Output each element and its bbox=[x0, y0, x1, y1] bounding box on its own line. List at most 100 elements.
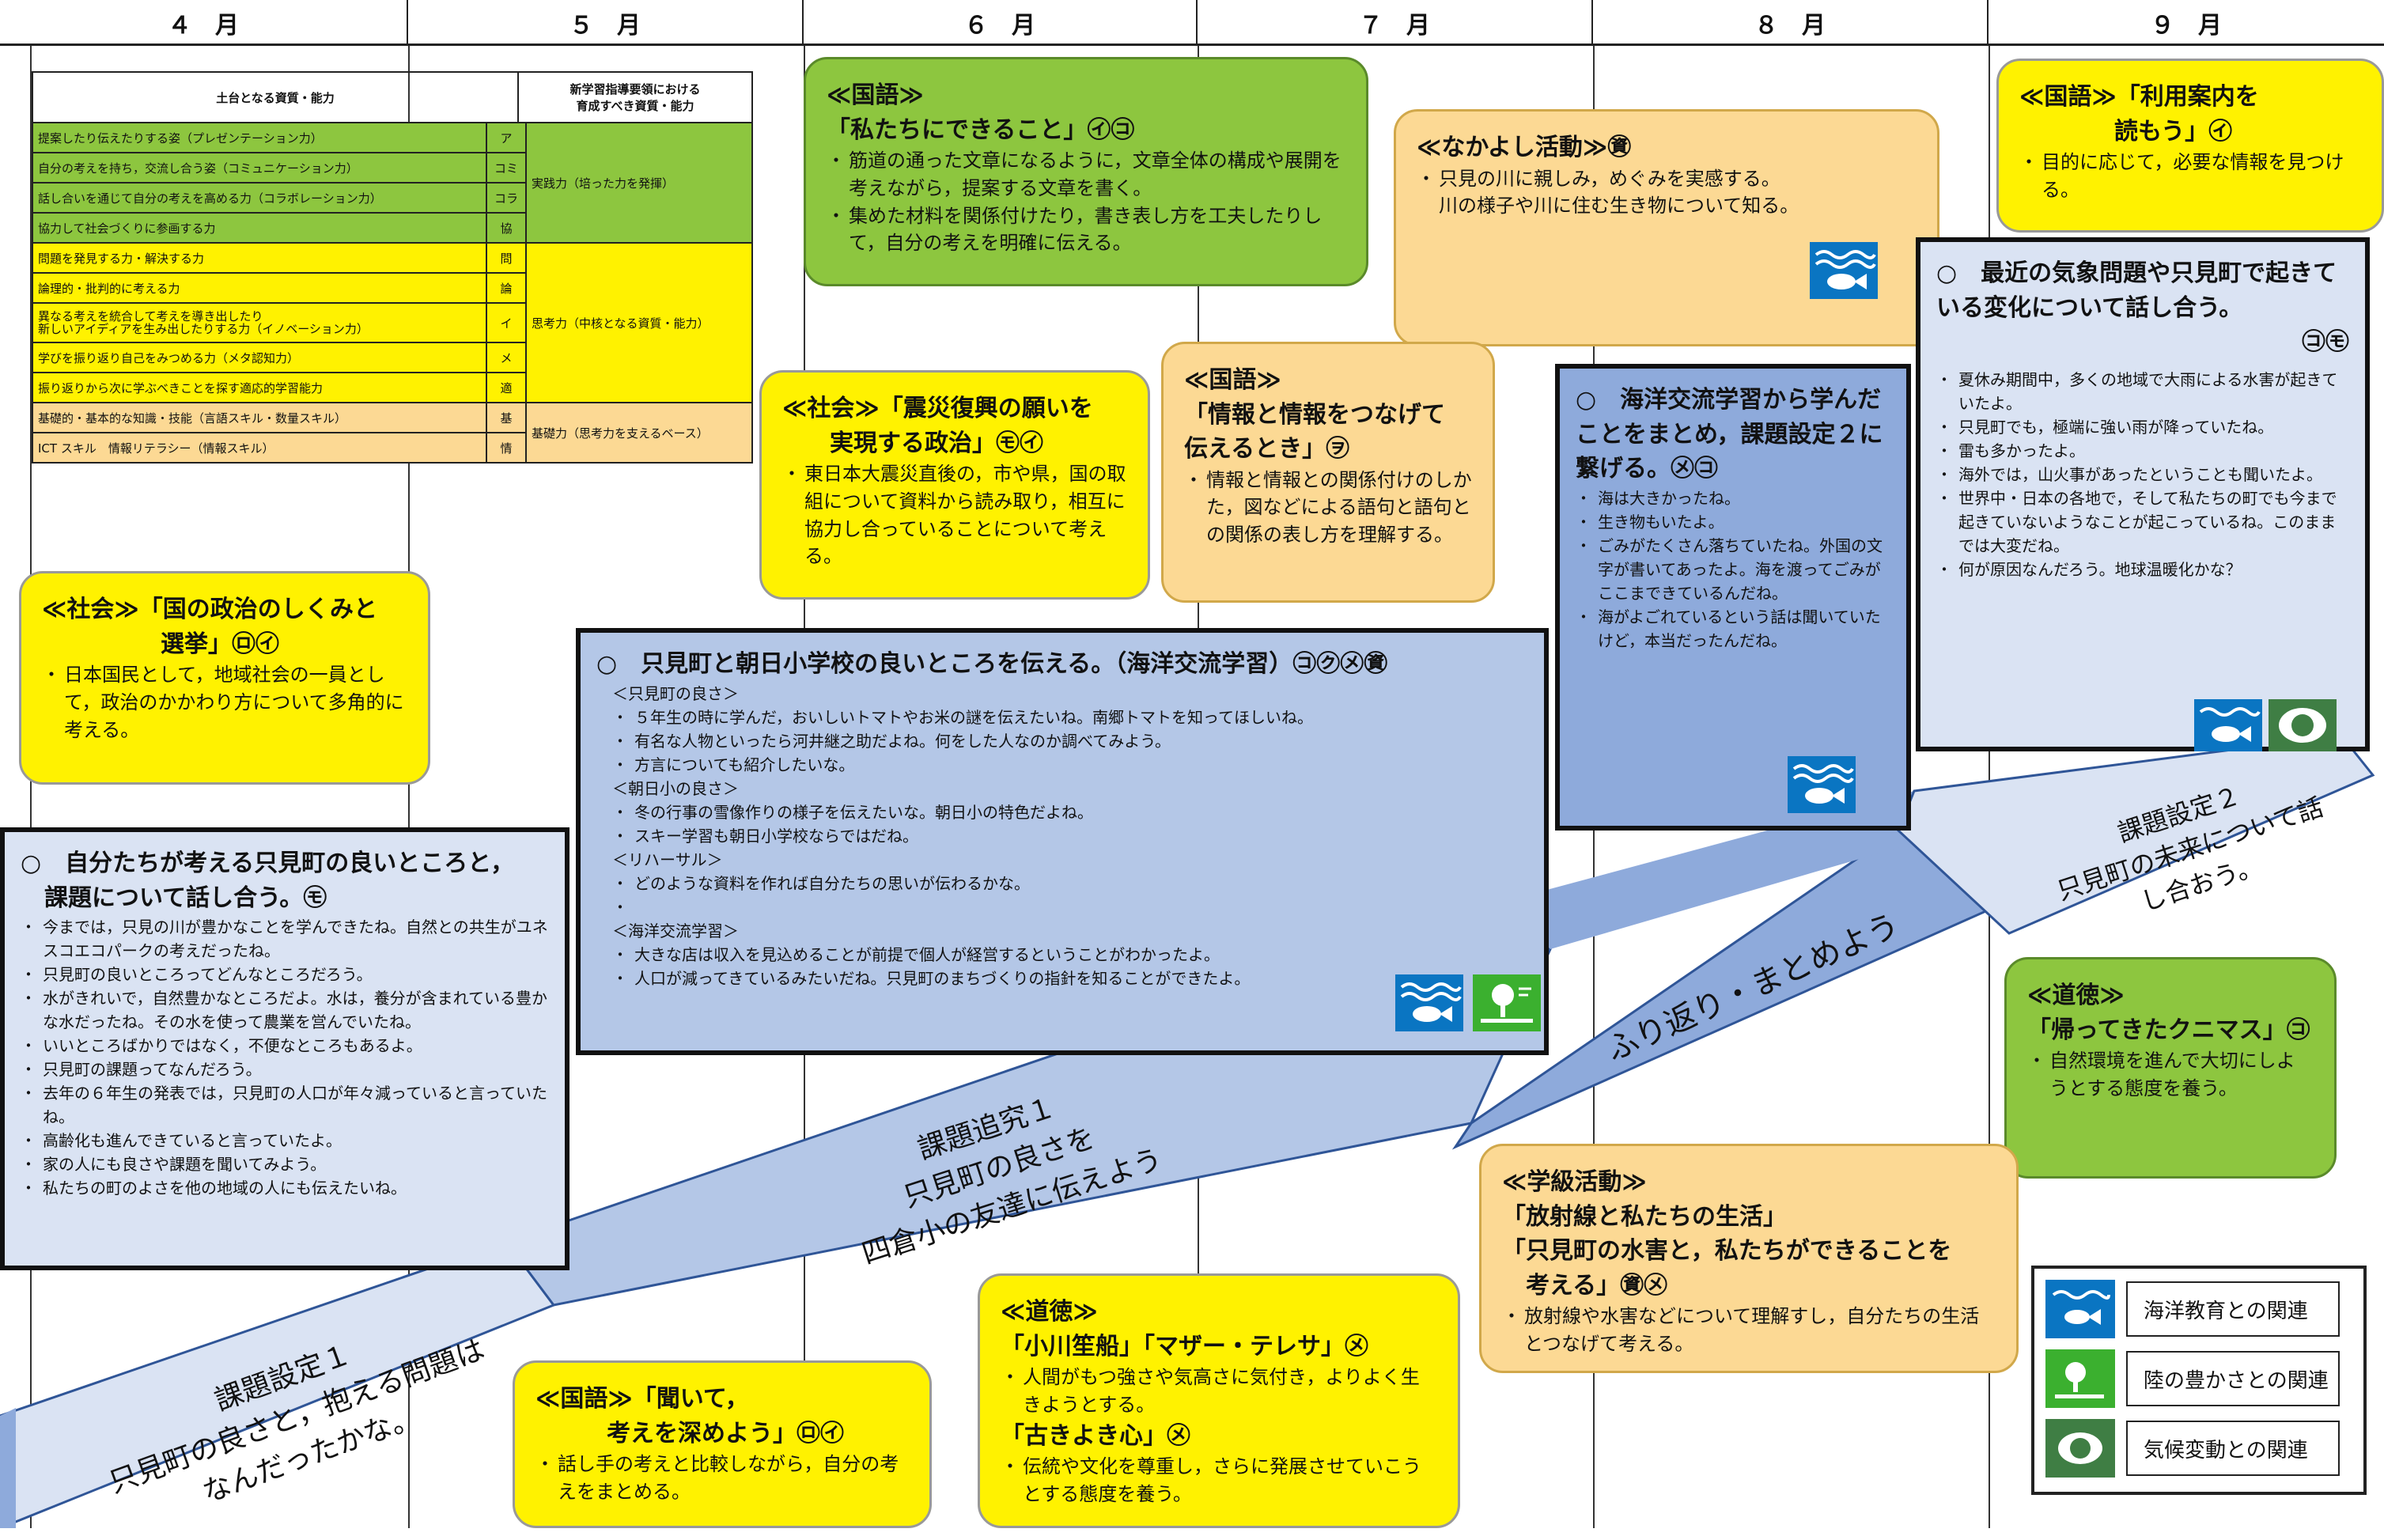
kadai1-box: ○ 自分たちが考える只見町の良いところと， 課題について話し合う。㋲ 今までは，… bbox=[0, 827, 570, 1270]
box-item: 去年の６年生の発表では，只見町の人口が年々減っていると言っていたね。 bbox=[21, 1081, 549, 1129]
doutoku-sep-bubble: ≪道徳≫ 「帰ってきたクニマス」㋙ 自然環境を進んで大切にしようとする態度を養う… bbox=[2004, 957, 2337, 1179]
skill-mark: 問 bbox=[486, 242, 527, 274]
skill-row: 論理的・批判的に考える力 bbox=[32, 272, 487, 304]
bubble-item: 自然環境を進んで大切にしようとする態度を養う。 bbox=[2027, 1047, 2314, 1103]
legend-row: 海洋教育との関連 bbox=[2045, 1280, 2352, 1338]
box-line: 有名な人物といったら河井継之助だよね。何をした人なのか調べてみよう。 bbox=[612, 729, 1528, 753]
skill-row: 話し合いを通じて自分の考えを高める力（コラボレーション力） bbox=[32, 182, 487, 214]
land-icon bbox=[2045, 1349, 2115, 1408]
box-line: 冬の行事の雪像作りの様子を伝えたいな。朝日小の特色だよね。 bbox=[612, 800, 1528, 824]
box-line: ＜朝日小の良さ＞ bbox=[612, 778, 739, 798]
bubble-title: ≪道徳≫ 「帰ってきたクニマス」㋙ bbox=[2027, 982, 2310, 1044]
skill-mark: 情 bbox=[486, 432, 527, 464]
matome-box: ○ 海洋交流学習から学んだことをまとめ，課題設定２に繋げる。㋱㋙ 海は大きかった… bbox=[1555, 364, 1911, 831]
box-item: 只見町の良いところってどんなところだろう。 bbox=[21, 963, 549, 986]
box-item: 只見町でも，極端に強い雨が降っていたね。 bbox=[1936, 415, 2349, 439]
box-item: ごみがたくさん落ちていたね。外国の文字が書いてあったよ。海を渡ってごみがここまで… bbox=[1576, 534, 1890, 605]
skill-mark: ア bbox=[486, 122, 527, 153]
bubble-title: ≪社会≫「震災復興の願いを 実現する政治」㋲㋑ bbox=[782, 395, 1093, 457]
box-item: 海がよごれているという話は聞いていたけど，本当だったんだね。 bbox=[1576, 605, 1890, 653]
box-line: 人口が減ってきているみたいだね。只見町のまちづくりの指針を知ることができたよ。 bbox=[612, 967, 1528, 990]
box-item: 雷も多かったよ。 bbox=[1936, 439, 2349, 463]
month-april: ４ 月 bbox=[0, 0, 408, 46]
legend-row: 陸の豊かさとの関連 bbox=[2045, 1349, 2352, 1408]
bubble-item: 話し手の考えと比較しながら，自分の考えをまとめる。 bbox=[535, 1451, 909, 1506]
skill-row: 協力して社会づくりに参画する力 bbox=[32, 212, 487, 244]
month-july: ７ 月 bbox=[1198, 0, 1593, 46]
skill-mark: コラ bbox=[486, 182, 527, 214]
month-header: ４ 月 ５ 月 ６ 月 ７ 月 ８ 月 ９ 月 bbox=[0, 0, 2384, 46]
box-line: スキー学習も朝日小学校ならではだね。 bbox=[612, 824, 1528, 848]
box-item: 只見町の課題ってなんだろう。 bbox=[21, 1058, 549, 1081]
box-item: 海は大きかったね。 bbox=[1576, 486, 1890, 510]
sea-icon bbox=[1810, 242, 1878, 299]
skill-row: 学びを振り返り自己をみつめる力（メタ認知力） bbox=[32, 342, 487, 373]
nakayoshi-bubble: ≪なかよし活動≫㊮ 只見の川に親しみ，めぐみを実感する。 川の様子や川に住む生き… bbox=[1394, 109, 1939, 346]
skills-table: 土台となる資質・能力 新学習指導要領における 育成すべき資質・能力 提案したり伝… bbox=[32, 71, 753, 464]
bubble-item: 筋道の通った文章になるように，文章全体の構成や展開を考えながら，提案する文章を書… bbox=[827, 147, 1345, 202]
box-item: 生き物もいたよ。 bbox=[1576, 510, 1890, 534]
box-item: 高齢化も進んできていると言っていたよ。 bbox=[21, 1129, 549, 1152]
tsutaeru-box: ○ 只見町と朝日小学校の良いところを伝える。（海洋交流学習）㋙㋗㋱㊮ ＜只見町の… bbox=[576, 628, 1549, 1055]
sea-icon bbox=[1788, 756, 1856, 813]
skill-mark: 適 bbox=[486, 372, 527, 403]
bubble-title: ≪社会≫「国の政治のしくみと 選挙」㋺㋑ bbox=[42, 596, 378, 658]
skill-mark: メ bbox=[486, 342, 527, 373]
legend-label: 海洋教育との関連 bbox=[2126, 1281, 2340, 1337]
box-item: 何が原因なんだろう。地球温暖化かな？ bbox=[1936, 558, 2349, 581]
box-line: ＜リハーサル＞ bbox=[612, 849, 723, 869]
kikou-box: ○ 最近の気象問題や只見町で起きている変化について話し合う。 ㋙㋲ 夏休み期間中… bbox=[1916, 237, 2370, 751]
box-title: ○ 自分たちが考える只見町の良いところと， 課題について話し合う。㋲ bbox=[21, 849, 515, 912]
sea-icon bbox=[2045, 1280, 2115, 1338]
skill-mark: 基 bbox=[486, 402, 527, 433]
box-item: 世界中・日本の各地で，そして私たちの町でも今まで起きていないようなことが起こって… bbox=[1936, 486, 2349, 558]
earth-icon bbox=[2269, 699, 2337, 751]
box-item: 海外では，山火事があったということも聞いたよ。 bbox=[1936, 463, 2349, 486]
box-line: ＜海洋交流学習＞ bbox=[612, 921, 739, 940]
sea-icon bbox=[2194, 699, 2262, 751]
bubble-item: 伝統や文化を尊重し，さらに発展させていこうとする態度を養う。 bbox=[1001, 1453, 1437, 1508]
kokugo-july-bubble: ≪国語≫ 「情報と情報をつなげて 伝えるとき」㋾ 情報と情報との関係付けのしかた… bbox=[1161, 342, 1495, 603]
box-line: どのような資料を作れば自分たちの思いが伝わるかな。 bbox=[612, 872, 1528, 895]
month-june: ６ 月 bbox=[804, 0, 1198, 46]
bubble-item: 集めた材料を関係付けたり，書き表し方を工夫したりして，自分の考えを明確に伝える。 bbox=[827, 202, 1345, 258]
legend-label: 陸の豊かさとの関連 bbox=[2126, 1351, 2340, 1406]
skill-mark: イ bbox=[486, 302, 527, 343]
skill-row: 基礎的・基本的な知識・技能（言語スキル・数量スキル） bbox=[32, 402, 487, 433]
skill-row: 振り返りから次に学ぶべきことを探す適応的学習能力 bbox=[32, 372, 487, 403]
bubble-title: ≪国語≫ 「情報と情報をつなげて 伝えるとき」㋾ bbox=[1184, 366, 1445, 463]
month-august: ８ 月 bbox=[1593, 0, 1989, 46]
box-item: 水がきれいで，自然豊かなところだよ。水は，養分が含まれている豊かな水だったね。そ… bbox=[21, 986, 549, 1034]
skill-row: 問題を発見する力・解決する力 bbox=[32, 242, 487, 274]
shakai-june-bubble: ≪社会≫「震災復興の願いを 実現する政治」㋲㋑ 東日本大震災直後の，市や県，国の… bbox=[759, 370, 1150, 600]
skill-group: 思考力（中核となる資質・能力） bbox=[525, 242, 753, 403]
bubble-item: 情報と情報との関係付けのしかた，図などによる語句と語句との関係の表し方を理解する… bbox=[1184, 467, 1472, 549]
box-line: 大きな店は収入を見込めることが前提で個人が経営するということがわかったよ。 bbox=[612, 943, 1528, 967]
legend-label: 気候変動との関連 bbox=[2126, 1421, 2340, 1476]
box-line bbox=[612, 895, 1528, 919]
skill-group: 実践力（培った力を発揮） bbox=[525, 122, 753, 244]
kokugo-may-bubble: ≪国語≫「聞いて， 考えを深めよう」㋺㋑ 話し手の考えと比較しながら，自分の考え… bbox=[513, 1360, 932, 1528]
skill-row: 提案したり伝えたりする姿（プレゼンテーション力） bbox=[32, 122, 487, 153]
bubble-item: 放射線や水害などについて理解すし，自分たちの生活とつなげて考える。 bbox=[1502, 1303, 1996, 1358]
skill-mark: 論 bbox=[486, 272, 527, 304]
skill-mark: 協 bbox=[486, 212, 527, 244]
sea-icon bbox=[1395, 974, 1463, 1031]
divider bbox=[408, 46, 410, 1528]
box-line: 方言についても紹介したいな。 bbox=[612, 753, 1528, 777]
legend: 海洋教育との関連 陸の豊かさとの関連 気候変動との関連 bbox=[2031, 1266, 2367, 1495]
bubble-item: 日本国民として，地域社会の一員として，政治のかかわり方について多角的に考える。 bbox=[42, 661, 407, 744]
skills-header-right: 新学習指導要領における 育成すべき資質・能力 bbox=[517, 71, 753, 123]
bubble-title: 「古きよき心」㋱ bbox=[1001, 1421, 1190, 1450]
box-item: 私たちの町のよさを他の地域の人にも伝えたいね。 bbox=[21, 1176, 549, 1200]
box-title: ○ 海洋交流学習から学んだことをまとめ，課題設定２に繋げる。㋱㋙ bbox=[1576, 386, 1883, 482]
box-item: 夏休み期間中，多くの地域で大雨による水害が起きていたよ。 bbox=[1936, 368, 2349, 415]
box-item: 今までは，只見の川が豊かなことを学んできたね。自然との共生がユネスコエコパークの… bbox=[21, 915, 549, 963]
box-marks: ㋙㋲ bbox=[2302, 328, 2349, 356]
bubble-title: ≪学級活動≫ 「放射線と私たちの生活」 「只見町の水害と，私たちができることを … bbox=[1502, 1168, 1952, 1300]
skill-row: ICT スキル 情報リテラシー（情報スキル） bbox=[32, 432, 487, 464]
doutoku-june-bubble: ≪道徳≫ 「小川笙船」「マザー・テレサ」㋱ 人間がもつ強さや気高さに気付き，より… bbox=[978, 1273, 1460, 1528]
skills-header-left: 土台となる資質・能力 bbox=[32, 71, 519, 123]
kokugo-june-bubble: ≪国語≫ 「私たちにできること」㋑㋙ 筋道の通った文章になるように，文章全体の構… bbox=[804, 57, 1368, 286]
bubble-title: ≪国語≫「聞いて， 考えを深めよう」㋺㋑ bbox=[535, 1385, 844, 1447]
